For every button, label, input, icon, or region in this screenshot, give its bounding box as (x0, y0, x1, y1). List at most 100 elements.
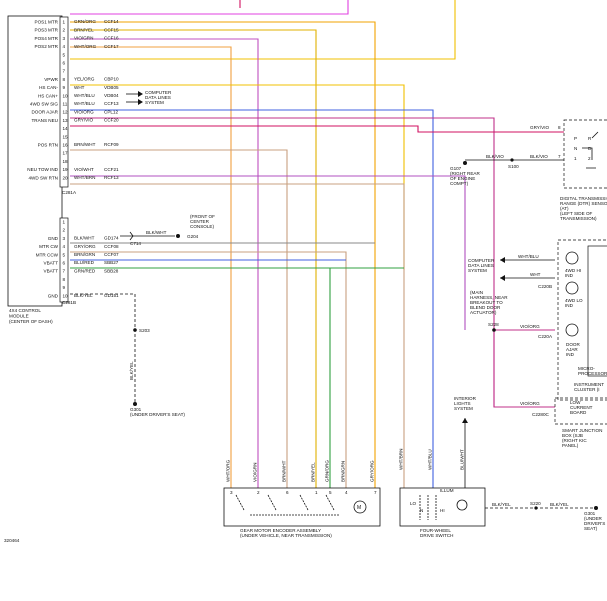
text-line: BOX (SJB (562, 433, 583, 438)
text-line: PROCESSOR (578, 371, 607, 376)
wire-color-label: WHT/BLU (74, 101, 95, 106)
wire-neu-tow (70, 175, 466, 330)
text-line: DATA LINES (145, 95, 171, 100)
text-line: MICRO- (578, 366, 595, 371)
dtr-position-letter: P (574, 136, 577, 141)
pin-label: DOOR AJAR (31, 110, 58, 115)
wht-label: WHT (530, 272, 541, 277)
pin-number: 1 (63, 20, 66, 25)
text-line: (RIGHT KIC (562, 438, 587, 443)
g107-icon (463, 161, 467, 165)
g301-right-icon (594, 506, 598, 510)
s203-splice-icon (133, 328, 137, 332)
circuit-label: RCF13 (104, 175, 119, 180)
gear-pin-number: 4 (345, 490, 348, 495)
wire-4wd-rtn (70, 183, 405, 488)
text-line: DOOR (566, 342, 580, 347)
text-line: SYSTEM (468, 268, 487, 273)
micro-label: MICRO-PROCESSOR (578, 366, 607, 376)
text-line: DIGITAL TRANSMISSION (560, 196, 607, 201)
pin-number: 3 (63, 236, 66, 241)
s220-splice-icon (534, 506, 538, 510)
text-line: G301 (130, 407, 142, 412)
text-line: SEAT) (584, 526, 598, 531)
wire-color-label: GRY/ORG (74, 244, 96, 249)
connector-b-label: C281B (62, 300, 76, 305)
blk-vio-label: BLK/VIO (486, 154, 504, 159)
pin-number: 5 (63, 52, 66, 57)
instrument-cluster: WHT/BLU WHT C220B C220A VIO/ORG COMPUTER… (468, 239, 607, 401)
wire-mtr-ccw (70, 251, 347, 488)
gear-wire-label: BRN/YEL (311, 462, 316, 482)
wire-color-label: WHT (74, 85, 85, 90)
dtr-position-letter: N (574, 146, 577, 151)
wire-pos1 (70, 21, 376, 488)
gear-wire-label: VIO/GRN (253, 463, 258, 482)
text-line: DRIVE SWITCH (420, 533, 453, 538)
dtr-pin-8: 8 (558, 125, 561, 130)
text-line: (UNDER (584, 516, 603, 521)
s100-label: S100 (508, 164, 519, 169)
gear-pin-number: 2 (257, 490, 260, 495)
pin-label: GND (48, 236, 59, 241)
circuit-label: CBP10 (104, 77, 119, 82)
pin-number: 4 (63, 44, 66, 49)
pin-label: HS CAN- (39, 85, 58, 90)
vio-org-label-2: VIO/ORG (520, 401, 540, 406)
pin-number: 10 (63, 293, 69, 298)
lo-label: LO (410, 501, 417, 506)
g204-icon (176, 234, 180, 238)
circuit-label: GD151 (104, 293, 119, 298)
pin-label: VPWR (44, 77, 58, 82)
circuit-label: CCF21 (104, 167, 119, 172)
interior-arrowhead (462, 418, 468, 423)
pin-label: TRANS NEU (31, 118, 58, 123)
pin-number: 14 (63, 126, 69, 131)
gear-wire-label: BRN/GRN (341, 461, 346, 482)
text-line: FOUR-WHEEL (420, 528, 451, 533)
pin-number: 8 (63, 77, 66, 82)
arrowhead-4 (500, 275, 505, 281)
illum-bulb-icon (456, 499, 468, 511)
diagram-id: 320464 (4, 538, 20, 543)
c2280c-label: C2280C (532, 412, 550, 417)
wire-color-label: GRN/ORG (74, 19, 96, 24)
pin-label: GND (48, 293, 59, 298)
gear-box (223, 487, 381, 527)
switch-box (399, 487, 486, 527)
wire-top-pink (70, 0, 349, 15)
cluster-box (557, 239, 607, 401)
wire-color-label: BRN/YEL (74, 27, 94, 32)
pin-label: NEU TOW IND (27, 167, 58, 172)
wire-4wd-sw (70, 109, 434, 488)
text-line: COMPUTER (145, 90, 172, 95)
switch-wire-label: WHT/BRN (399, 449, 404, 470)
pin-number: 8 (63, 277, 66, 282)
ground-g301-left: S203 BLK/YEL G301(UNDER DRIVER'S SEAT) (70, 293, 185, 417)
text-line: CENTER (190, 219, 210, 224)
g204-wire-label: BLK/WHT (146, 230, 167, 235)
text-line: TRANSMISSION) (560, 216, 597, 221)
wire-color-label: WHT/BLU (74, 93, 95, 98)
illum-label: ILLUM (440, 488, 454, 493)
wire-color-label: VIO/WHT (74, 167, 94, 172)
dtr-gry-vio-label: GRY/VIO (530, 125, 549, 130)
circuit-label: CCF20 (104, 118, 119, 123)
door-ajar-ind-icon (565, 323, 579, 337)
text-line: 4WD HI (565, 268, 581, 273)
wire-color-label: BLK/YEL (74, 293, 93, 298)
pin-number: 3 (63, 36, 66, 41)
circuit-label: RCF09 (104, 142, 119, 147)
c714-label: C714 (130, 241, 141, 246)
circuit-label: CCF07 (104, 252, 119, 257)
